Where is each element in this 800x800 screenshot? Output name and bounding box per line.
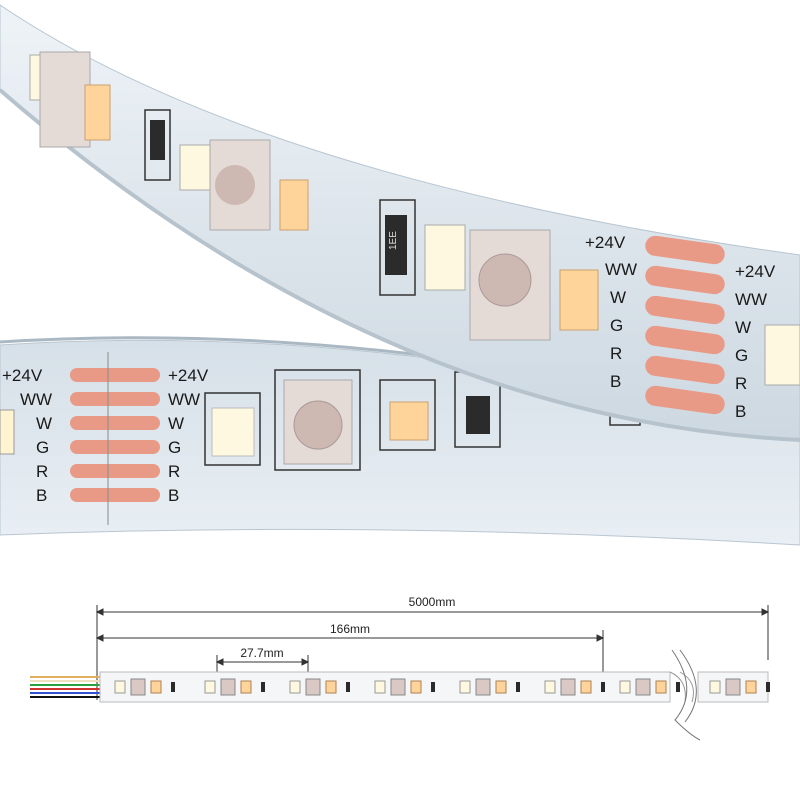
mini-warm-led — [495, 680, 507, 694]
solder-pads-right — [645, 235, 725, 415]
white-led-chip — [211, 407, 255, 457]
label-24v-left: +24V — [2, 366, 43, 385]
label-w: W — [168, 414, 184, 433]
mini-rgb-led — [220, 678, 236, 696]
warm-led-chip — [389, 401, 429, 441]
label-b-left: B — [36, 486, 47, 505]
mini-resistor — [676, 682, 680, 692]
label-r-left: R — [36, 462, 48, 481]
pad-labels-upper: +24V WW W G R B +24V WW W G R B — [585, 233, 776, 421]
resistor-upper — [385, 215, 407, 275]
mini-resistor — [766, 682, 770, 692]
led-pitch-label: 27.7mm — [240, 646, 283, 660]
label-24v-u1: +24V — [585, 233, 626, 252]
mini-white-led — [289, 680, 301, 694]
upper-led-strip: 1EE +24V WW W G R B +24V WW W G R B — [0, 4, 800, 442]
segment-length-label: 166mm — [330, 622, 370, 636]
mini-resistor — [261, 682, 265, 692]
mini-white-led — [114, 680, 126, 694]
mini-rgb-led — [390, 678, 406, 696]
mini-white-led — [204, 680, 216, 694]
label-b-u2: B — [735, 402, 746, 421]
mini-white-led — [374, 680, 386, 694]
label-w-left: W — [36, 414, 52, 433]
label-r: R — [168, 462, 180, 481]
mini-resistor — [516, 682, 520, 692]
edge-led — [0, 409, 15, 455]
mini-warm-led — [150, 680, 162, 694]
mini-rgb-led — [560, 678, 576, 696]
mini-rgb-led — [635, 678, 651, 696]
label-24v: +24V — [168, 366, 209, 385]
mini-warm-led — [745, 680, 757, 694]
dimension-labels: 5000mm 166mm 27.7mm — [240, 595, 455, 660]
mini-warm-led — [655, 680, 667, 694]
mini-white-led — [459, 680, 471, 694]
mini-resistor — [601, 682, 605, 692]
mini-led-chips — [114, 678, 770, 696]
total-length-label: 5000mm — [409, 595, 456, 609]
label-g: G — [168, 438, 181, 457]
mini-white-led — [619, 680, 631, 694]
label-24v-u2: +24V — [735, 262, 776, 281]
label-w-u2: W — [735, 318, 751, 337]
mini-rgb-led — [305, 678, 321, 696]
label-b: B — [168, 486, 179, 505]
label-g-u1: G — [610, 316, 623, 335]
label-ww-left: WW — [20, 390, 52, 409]
label-r-u2: R — [735, 374, 747, 393]
mini-rgb-led — [130, 678, 146, 696]
mini-white-led — [544, 680, 556, 694]
mini-rgb-led — [475, 678, 491, 696]
label-r-u1: R — [610, 344, 622, 363]
label-ww: WW — [168, 390, 200, 409]
mini-rgb-led — [725, 678, 741, 696]
mini-warm-led — [240, 680, 252, 694]
solder-pads-left — [70, 352, 160, 525]
mini-warm-led — [325, 680, 337, 694]
label-w-u1: W — [610, 288, 626, 307]
label-g-left: G — [36, 438, 49, 457]
mini-warm-led — [410, 680, 422, 694]
label-ww-u2: WW — [735, 290, 767, 309]
pad-labels-lower: +24V WW W G R B +24V WW W G R B — [2, 366, 209, 505]
resistor — [466, 396, 490, 434]
label-b-u1: B — [610, 372, 621, 391]
label-g-u2: G — [735, 346, 748, 365]
mini-warm-led — [580, 680, 592, 694]
resistor-code: 1EE — [388, 231, 399, 250]
mini-resistor — [171, 682, 175, 692]
mini-resistor — [346, 682, 350, 692]
label-ww-u1: WW — [605, 260, 637, 279]
mini-resistor — [431, 682, 435, 692]
mini-white-led — [709, 680, 721, 694]
